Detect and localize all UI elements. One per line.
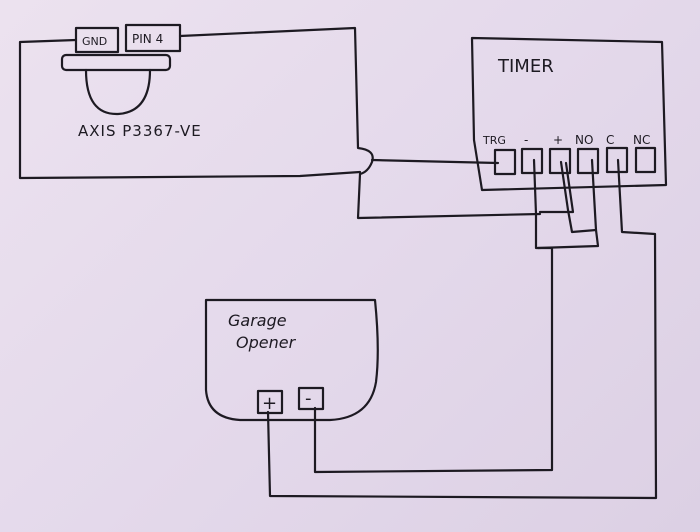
opener-minus-terminal [297,386,325,411]
camera-label: AXIS P3367-VE [78,122,202,140]
pin4-terminal [124,23,182,53]
opener-plus-terminal [256,389,284,415]
camera-block: GND PIN 4 AXIS P3367-VE [18,23,542,220]
terminal-minus [520,147,544,175]
opener-minus-label: - [305,388,312,409]
garage-opener-block: Garage Opener + - [204,298,379,422]
opener-outline [204,298,379,422]
gnd-terminal [74,26,120,54]
pin4-label: PIN 4 [132,32,163,46]
common-wire [266,158,658,500]
terminal-no [576,147,600,175]
terminal-label-plus: + [553,133,563,147]
minus-wire [313,158,554,474]
gnd-label: GND [82,35,107,48]
plus-wire [559,158,598,234]
no-jumper [536,228,600,250]
terminal-trg [493,148,517,176]
terminal-c [605,146,629,174]
opener-plus-label: + [262,393,277,414]
opener-label-line1: Garage [228,311,287,330]
camera-dome-base [60,53,172,72]
camera-outline [18,26,542,220]
opener-label-line2: Opener [236,333,297,352]
camera-dome [84,68,152,116]
terminal-plus [548,147,572,175]
trg-wire [370,158,500,165]
terminal-label-minus: - [524,133,528,147]
plus-wire-2 [538,161,575,214]
timer-outline [470,36,668,192]
terminal-label-nc: NC [633,133,650,147]
terminal-nc [634,146,657,174]
timer-block: TIMER TRG - + NO C NC [470,36,668,192]
terminal-label-no: NO [575,133,593,147]
terminal-label-trg: TRG [482,134,506,147]
terminal-label-c: C [606,133,614,147]
timer-label: TIMER [497,56,554,77]
